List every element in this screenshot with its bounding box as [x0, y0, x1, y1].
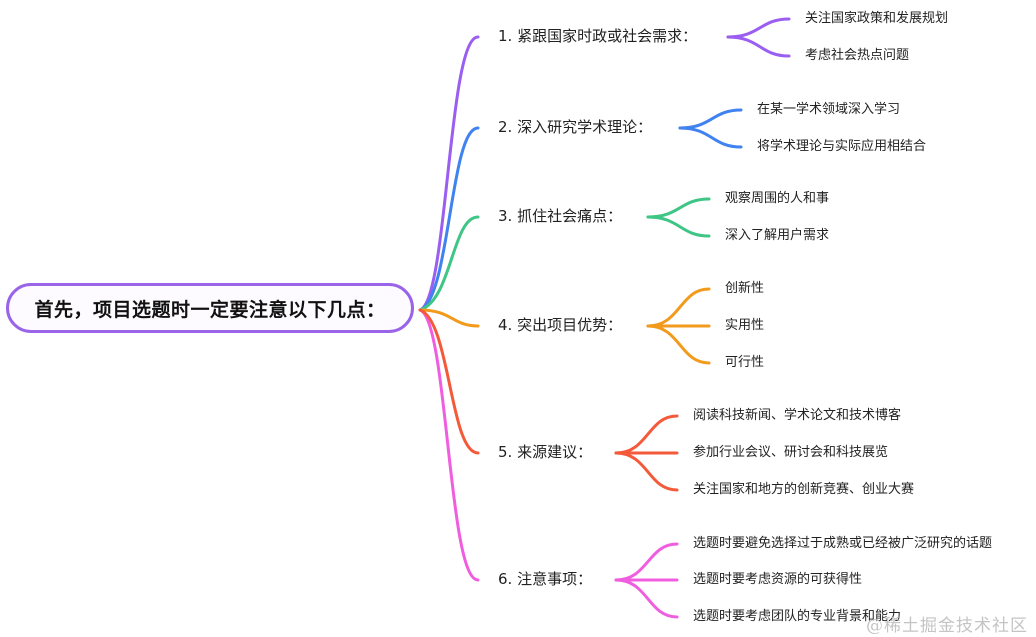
- connector-6-1: [614, 542, 679, 582]
- connector-4-3: [646, 324, 711, 365]
- branch-node-4[interactable]: 4. 突出项目优势：: [498, 316, 623, 334]
- connector-2-1: [678, 108, 743, 130]
- branch-node-6[interactable]: 6. 注意事项：: [498, 570, 593, 588]
- leaf-node-4-3[interactable]: 可行性: [725, 355, 765, 370]
- connector-2-2: [678, 126, 743, 149]
- leaf-node-1-2[interactable]: 考虑社会热点问题: [805, 48, 910, 63]
- connector-5-1: [614, 414, 679, 455]
- branch-node-5[interactable]: 5. 来源建议：: [498, 443, 593, 461]
- branch-node-3[interactable]: 3. 抓住社会痛点：: [498, 207, 623, 225]
- connector-3-2: [646, 215, 711, 238]
- leaf-node-4-2[interactable]: 实用性: [725, 318, 765, 333]
- root-node-label: 首先，项目选题时一定要注意以下几点：: [34, 298, 386, 321]
- connector-1-2: [726, 35, 791, 58]
- connector-1-1: [726, 17, 791, 39]
- root-node[interactable]: 首先，项目选题时一定要注意以下几点：: [6, 283, 414, 333]
- leaf-node-1-1[interactable]: 关注国家政策和发展规划: [805, 11, 949, 26]
- branch-node-1[interactable]: 1. 紧跟国家时政或社会需求：: [498, 27, 698, 45]
- connector-4-1: [646, 287, 711, 328]
- connector-branch-1: [418, 35, 480, 312]
- leaf-node-3-2[interactable]: 深入了解用户需求: [725, 228, 830, 243]
- leaf-node-6-2[interactable]: 选题时要考虑资源的可获得性: [693, 572, 863, 587]
- branch-node-2[interactable]: 2. 深入研究学术理论：: [498, 118, 653, 136]
- leaf-node-5-3[interactable]: 关注国家和地方的创新竞赛、创业大赛: [693, 482, 915, 497]
- leaf-node-2-2[interactable]: 将学术理论与实际应用相结合: [757, 139, 927, 154]
- connector-branch-3: [418, 215, 480, 312]
- leaf-node-3-1[interactable]: 观察周围的人和事: [725, 191, 830, 206]
- connector-branch-5: [418, 308, 480, 455]
- leaf-node-6-1[interactable]: 选题时要避免选择过于成熟或已经被广泛研究的话题: [693, 536, 993, 551]
- connector-branch-4: [418, 308, 480, 328]
- leaf-node-5-2[interactable]: 参加行业会议、研讨会和科技展览: [693, 445, 889, 460]
- watermark: @稀土掘金技术社区: [866, 616, 1028, 636]
- connector-branch-6: [418, 308, 480, 582]
- connector-6-3: [614, 578, 679, 619]
- leaf-node-4-1[interactable]: 创新性: [725, 281, 765, 296]
- connector-3-1: [646, 197, 711, 219]
- leaf-node-6-3[interactable]: 选题时要考虑团队的专业背景和能力: [693, 609, 902, 624]
- connector-5-3: [614, 451, 679, 492]
- leaf-node-5-1[interactable]: 阅读科技新闻、学术论文和技术博客: [693, 408, 902, 423]
- connector-branch-2: [418, 126, 480, 312]
- leaf-node-2-1[interactable]: 在某一学术领域深入学习: [757, 102, 901, 117]
